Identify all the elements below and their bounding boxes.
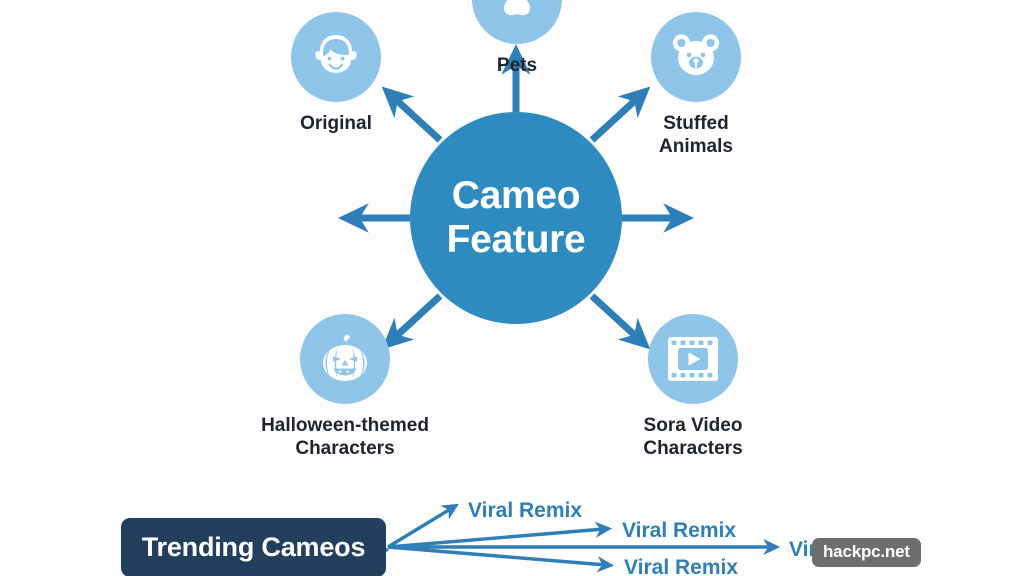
trending-branch-1: [387, 521, 613, 549]
node-stuffed-animals[interactable]: Stuffed Animals: [601, 12, 791, 159]
trending-branch-3: [387, 545, 615, 573]
paw-icon: [504, 0, 530, 16]
arrow-to-sora: [589, 293, 651, 350]
teddy-bear-icon: [672, 34, 720, 75]
hub-title-line-1: Cameo: [451, 174, 581, 218]
arrow-to-halloween: [381, 293, 443, 350]
stuffed-animals-icon-circle: [651, 12, 741, 102]
trending-cameos-label: Trending Cameos: [141, 532, 366, 562]
node-pets[interactable]: Pets: [422, 0, 612, 78]
node-sora-video-label: Sora Video Characters: [643, 415, 743, 459]
node-original[interactable]: Original: [241, 12, 431, 136]
watermark-text: hackpc.net: [823, 542, 910, 561]
halloween-icon-circle: [300, 314, 390, 404]
watermark-badge: hackpc.net: [812, 538, 921, 567]
node-original-label: Original: [300, 113, 372, 134]
arrow-to-original: [381, 86, 443, 143]
hub-cameo-feature[interactable]: Cameo Feature: [410, 112, 622, 324]
node-sora-video[interactable]: Sora Video Characters: [598, 314, 788, 461]
face-icon: [315, 35, 357, 73]
viral-remix-label: Viral Remix: [624, 556, 739, 576]
viral-remix-label: Viral Remix: [468, 499, 583, 522]
node-pets-label: Pets: [496, 55, 538, 76]
film-play-icon: [668, 337, 718, 381]
node-halloween[interactable]: Halloween-themed Characters: [250, 314, 440, 461]
pets-icon-circle: [472, 0, 562, 44]
trending-branch-0: [387, 503, 459, 549]
viral-remix-label: Viral Remix: [622, 519, 737, 542]
original-icon-circle: [291, 12, 381, 102]
pumpkin-icon: [323, 334, 367, 381]
node-halloween-label: Halloween-themed Characters: [261, 415, 429, 459]
hub-title-line-2: Feature: [446, 218, 586, 261]
node-stuffed-animals-label: Stuffed Animals: [659, 113, 733, 157]
arrow-to-stuffed: [589, 86, 651, 143]
trending-cameos-box[interactable]: Trending Cameos: [121, 518, 386, 576]
sora-video-icon-circle: [648, 314, 738, 404]
